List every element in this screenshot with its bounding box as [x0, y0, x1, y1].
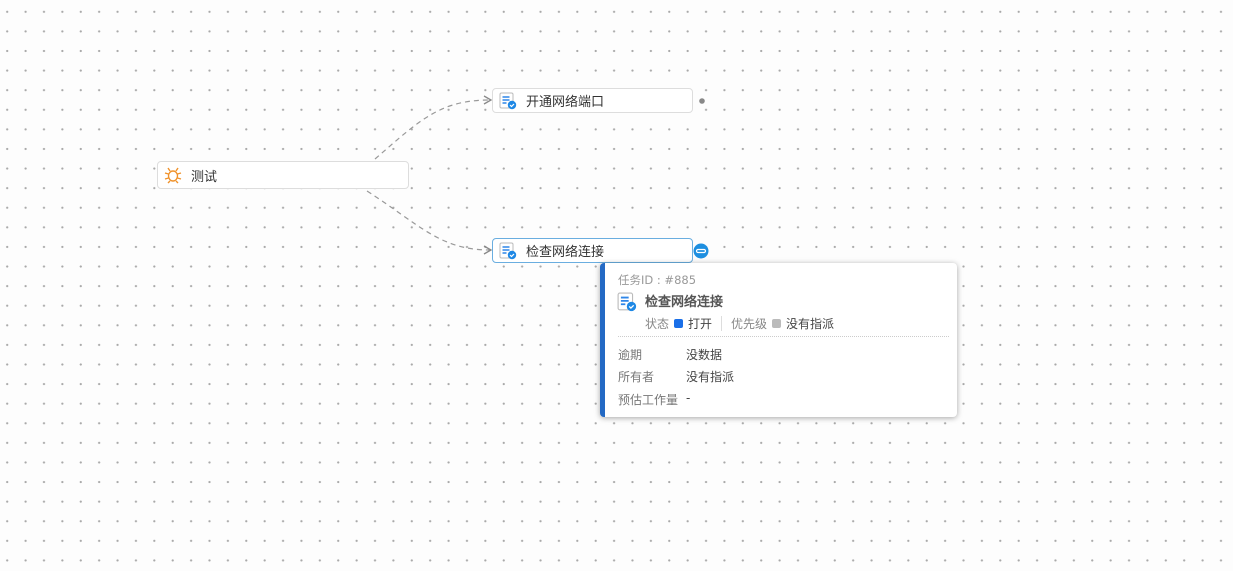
edge-to-task1: [374, 99, 491, 160]
edge-to-task2: [366, 190, 491, 251]
field-row: 所有者 没有指派: [618, 368, 734, 385]
task-icon: [498, 91, 518, 111]
task-icon: [617, 292, 637, 312]
task-id: 任务ID : #885: [618, 273, 697, 287]
arrow-head: [483, 95, 493, 105]
node-task1[interactable]: 开通网络端口: [492, 88, 693, 113]
bug-icon: [163, 165, 183, 185]
status-row: 状态 打开 优先级 没有指派: [645, 315, 834, 332]
node-label: 测试: [191, 169, 218, 185]
field-value: 没有指派: [686, 370, 735, 384]
field-row: 预估工作量-: [618, 391, 690, 408]
field-row: 逾期 没数据: [618, 346, 722, 363]
status-value: 打开: [688, 317, 713, 331]
task-icon: [498, 241, 518, 261]
node-label: 检查网络连接: [526, 245, 605, 260]
status-label: 状态: [645, 317, 670, 331]
field-label: 逾期: [618, 348, 643, 362]
field-value: 没数据: [686, 348, 723, 362]
field-value: -: [686, 391, 691, 405]
priority-label: 优先级: [731, 317, 768, 331]
task-detail-popover: 任务ID : #885 检查网络连接 状态 打开 优先级 没有指派 逾期没数据 …: [600, 263, 957, 417]
arrow-head: [483, 245, 493, 255]
field-label: 预估工作量: [618, 393, 679, 407]
status-color-square: [674, 319, 684, 328]
divider: [721, 316, 723, 331]
node-label: 开通网络端口: [526, 95, 605, 110]
node-handle[interactable]: [699, 98, 705, 104]
priority-color-square: [772, 319, 782, 328]
collapse-toggle-icon[interactable]: [693, 243, 709, 259]
node-task2[interactable]: 检查网络连接: [492, 238, 693, 263]
task-title: 检查网络连接: [645, 295, 724, 310]
divider: [618, 336, 949, 337]
field-label: 所有者: [618, 370, 655, 384]
node-root[interactable]: 测试: [157, 161, 409, 189]
priority-value: 没有指派: [786, 317, 835, 331]
